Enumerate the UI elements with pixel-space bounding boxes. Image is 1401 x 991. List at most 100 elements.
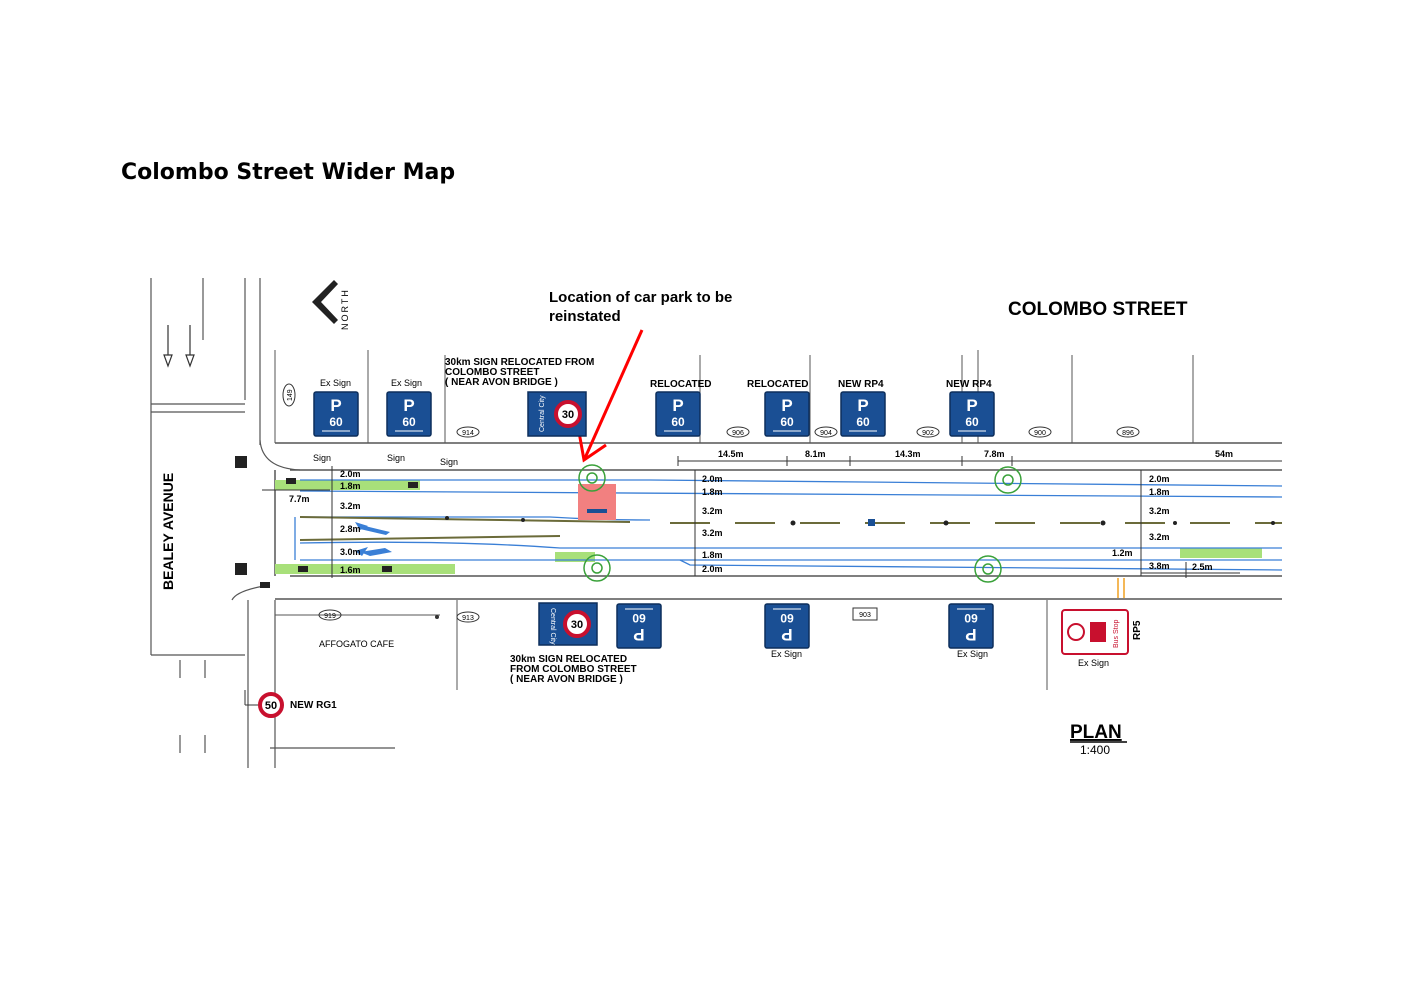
svg-text:50: 50 bbox=[265, 700, 277, 712]
svg-text:904: 904 bbox=[820, 430, 832, 437]
svg-text:900: 900 bbox=[1034, 430, 1046, 437]
left-width: 2.8m bbox=[340, 524, 361, 534]
svg-text:P: P bbox=[781, 625, 792, 644]
plan-scale: 1:400 bbox=[1080, 743, 1110, 757]
bealey-avenue-road bbox=[150, 278, 395, 768]
cross-street-name: BEALEY AVENUE bbox=[160, 473, 176, 590]
plan-background bbox=[120, 270, 1282, 768]
svg-text:30: 30 bbox=[571, 619, 583, 631]
svg-text:P: P bbox=[966, 396, 977, 415]
top-dim: 54m bbox=[1215, 449, 1233, 459]
speed-sign-south: 30 Central City bbox=[538, 602, 598, 646]
speed-sign-north: 30 Central City bbox=[527, 391, 587, 437]
left-width: 1.8m bbox=[340, 481, 361, 491]
mid-width: 3.2m bbox=[702, 528, 723, 538]
svg-text:P: P bbox=[965, 625, 976, 644]
north-sign-caption: NEW RP4 bbox=[946, 379, 992, 390]
svg-text:149: 149 bbox=[287, 389, 294, 401]
annotation-line-1: Location of car park to be bbox=[549, 289, 732, 306]
left-offset: 7.7m bbox=[289, 494, 310, 504]
bus-stop-marker bbox=[868, 519, 875, 526]
centre-line bbox=[299, 516, 1282, 541]
speed-south-note-1: 30km SIGN RELOCATED bbox=[510, 654, 627, 665]
north-sign-caption: RELOCATED bbox=[650, 379, 711, 390]
top-dim: 14.3m bbox=[895, 449, 921, 459]
right-width: 3.2m bbox=[1149, 532, 1170, 542]
south-parking-sign: P 60 bbox=[948, 603, 994, 649]
turning-arrows bbox=[355, 522, 392, 556]
svg-text:Bus Stop: Bus Stop bbox=[1113, 619, 1120, 648]
business-marker bbox=[435, 615, 439, 619]
north-sign-caption: Ex Sign bbox=[320, 378, 351, 388]
north-parking-sign: P 60 bbox=[840, 391, 886, 437]
svg-text:60: 60 bbox=[402, 415, 416, 429]
svg-text:P: P bbox=[781, 396, 792, 415]
sign-label: Sign bbox=[387, 453, 405, 463]
left-width: 3.0m bbox=[340, 547, 361, 557]
svg-text:60: 60 bbox=[632, 611, 646, 625]
svg-text:60: 60 bbox=[964, 611, 978, 625]
vehicle-symbols bbox=[235, 456, 418, 588]
page-title: Colombo Street Wider Map bbox=[121, 160, 456, 185]
right-offset-lines bbox=[1141, 562, 1240, 578]
left-width: 2.0m bbox=[340, 469, 361, 479]
svg-text:P: P bbox=[672, 396, 683, 415]
speed-north-note-1: 30km SIGN RELOCATED FROM bbox=[445, 357, 594, 368]
north-label: NORTH bbox=[340, 288, 350, 330]
speed-north-note-2: COLOMBO STREET bbox=[445, 367, 539, 378]
right-width: 1.8m bbox=[1149, 487, 1170, 497]
mid-width: 1.8m bbox=[702, 550, 723, 560]
speed-north-note-3: ( NEAR AVON BRIDGE ) bbox=[445, 377, 558, 388]
speed-south-note-3: ( NEAR AVON BRIDGE ) bbox=[510, 674, 623, 685]
right-width: 2.0m bbox=[1149, 474, 1170, 484]
svg-text:919: 919 bbox=[324, 613, 336, 620]
svg-text:Central City: Central City bbox=[539, 395, 546, 432]
left-width: 3.2m bbox=[340, 501, 361, 511]
top-dim: 7.8m bbox=[984, 449, 1005, 459]
south-sign-caption: Ex Sign bbox=[771, 649, 802, 659]
rg1-caption: NEW RG1 bbox=[290, 700, 337, 711]
south-parking-sign: P 60 bbox=[616, 603, 662, 649]
bus-stop-code: RP5 bbox=[1132, 620, 1143, 640]
speed-sign-rg1: 50 bbox=[244, 690, 284, 718]
svg-text:30: 30 bbox=[562, 409, 574, 421]
street-name: COLOMBO STREET bbox=[1008, 299, 1188, 320]
tree-symbols bbox=[578, 464, 1022, 583]
svg-text:902: 902 bbox=[922, 430, 934, 437]
right-width: 3.8m bbox=[1149, 561, 1170, 571]
sign-label: Sign bbox=[313, 453, 331, 463]
mid-width: 2.0m bbox=[702, 474, 723, 484]
bealey-lane-arrows bbox=[163, 325, 195, 368]
north-parking-sign: P 60 bbox=[386, 391, 432, 437]
svg-text:60: 60 bbox=[780, 415, 794, 429]
plan-label: PLAN bbox=[1070, 722, 1122, 743]
annotation-arrow bbox=[577, 329, 644, 463]
bus-stop-road-marking bbox=[1117, 578, 1125, 598]
green-cycle-strips bbox=[275, 480, 1262, 574]
svg-text:P: P bbox=[857, 396, 868, 415]
north-sign-caption: Ex Sign bbox=[391, 378, 422, 388]
svg-text:P: P bbox=[403, 396, 414, 415]
mid-width: 3.2m bbox=[702, 506, 723, 516]
width-dimension-lines bbox=[262, 466, 1142, 578]
top-dim: 8.1m bbox=[805, 449, 826, 459]
right-width: 3.2m bbox=[1149, 506, 1170, 516]
north-sign-caption: RELOCATED bbox=[747, 379, 808, 390]
north-parking-sign: P 60 bbox=[313, 391, 359, 437]
south-sign-caption: Ex Sign bbox=[957, 649, 988, 659]
svg-text:60: 60 bbox=[671, 415, 685, 429]
mid-width: 1.8m bbox=[702, 487, 723, 497]
svg-text:P: P bbox=[633, 625, 644, 644]
svg-text:906: 906 bbox=[732, 430, 744, 437]
colombo-street-edges bbox=[274, 442, 1282, 600]
centre-dots bbox=[445, 516, 1275, 526]
north-arrow-icon bbox=[312, 280, 338, 324]
svg-text:P: P bbox=[330, 396, 341, 415]
south-parking-sign: P 60 bbox=[764, 603, 810, 649]
business-name: AFFOGATO CAFE bbox=[319, 639, 394, 649]
svg-text:914: 914 bbox=[462, 430, 474, 437]
bus-stop-caption: Ex Sign bbox=[1078, 658, 1109, 668]
svg-text:60: 60 bbox=[329, 415, 343, 429]
mid-width: 2.0m bbox=[702, 564, 723, 574]
right-width: 2.5m bbox=[1192, 562, 1213, 572]
